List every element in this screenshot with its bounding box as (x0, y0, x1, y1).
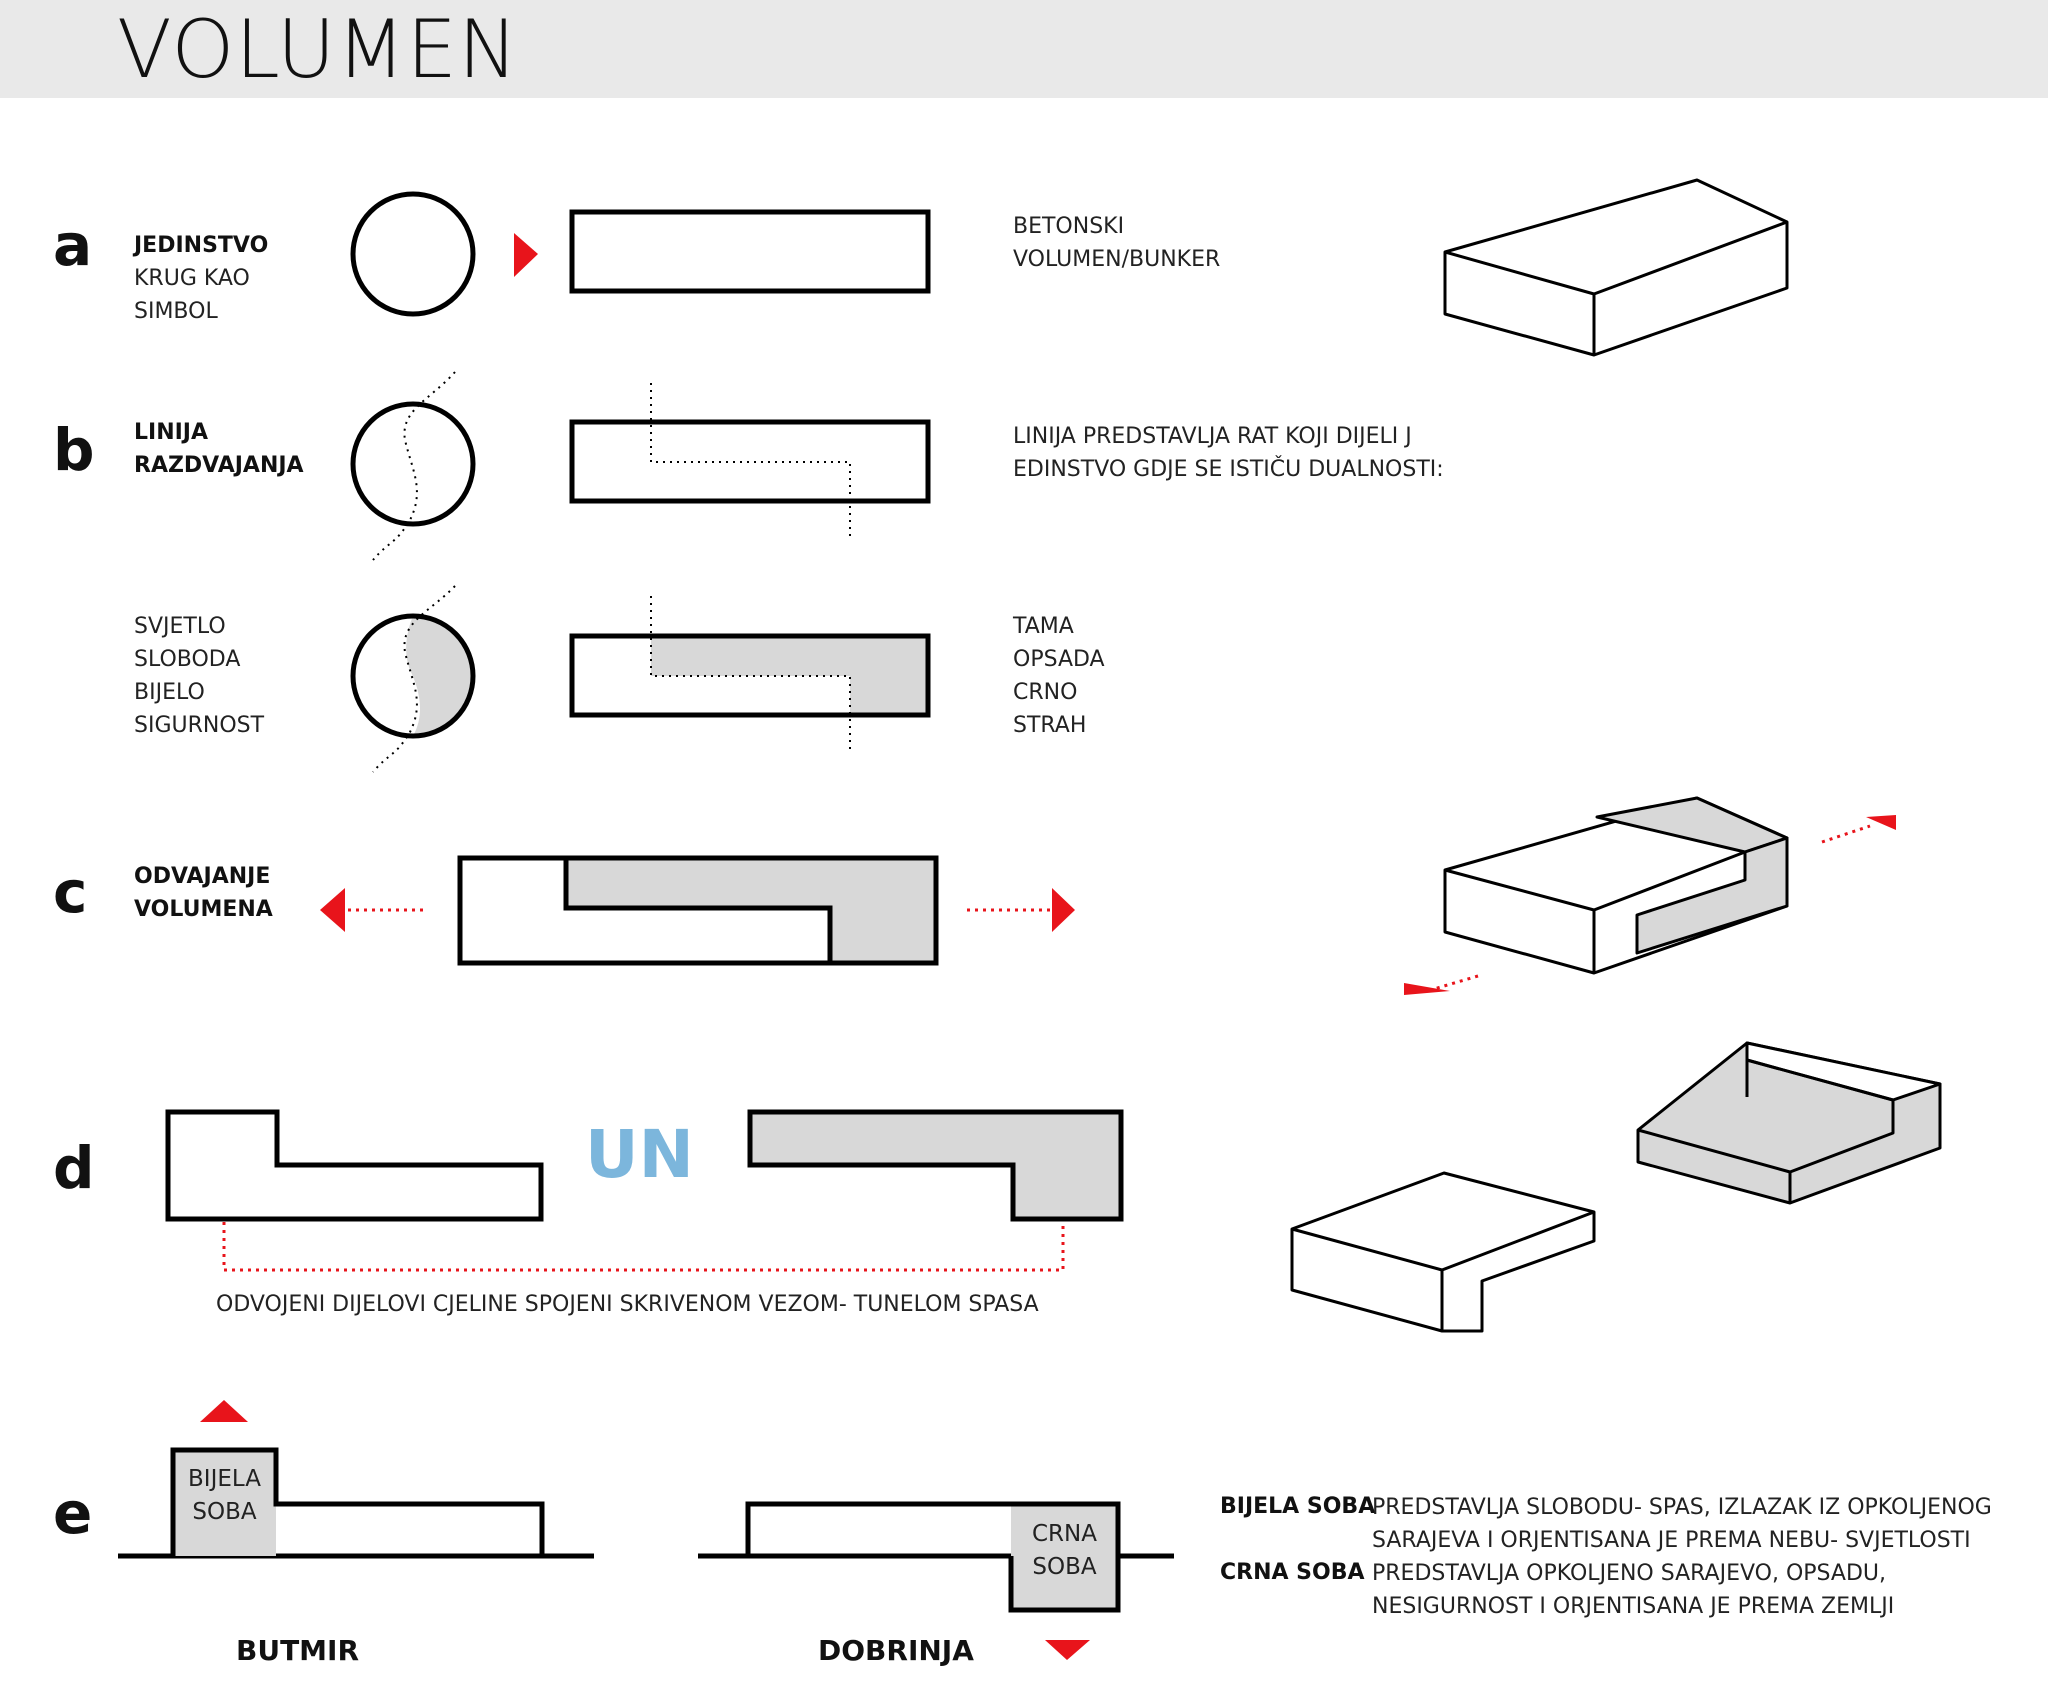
iso-arrow-line-up (1821, 824, 1871, 844)
butmir-section (170, 1447, 545, 1556)
dark-volume-d (747, 1109, 1124, 1222)
section-a-title: JEDINSTVO (134, 233, 269, 258)
light-values: SVJETLO SLOBODA BIJELO SIGURNOST (134, 614, 265, 738)
war-line-plan (650, 383, 851, 540)
divided-circle (350, 401, 476, 527)
bunker-plan-b2 (569, 633, 931, 718)
arrow-right-a (514, 233, 538, 277)
white-room-fill (173, 1450, 276, 1556)
dobrinja-section (745, 1501, 1121, 1613)
legend-value-white: PREDSTAVLJA SLOBODU- SPAS, IZLAZAK IZ OP… (1372, 1495, 1992, 1553)
section-a-right-text: BETONSKI VOLUMEN/BUNKER (1013, 214, 1221, 272)
section-c-title: ODVAJANJE VOLUMENA (134, 864, 273, 922)
arrow-right-c (1052, 888, 1075, 932)
dobrinja-label: DOBRINJA (818, 1634, 974, 1667)
section-letter-e: e (53, 1479, 93, 1547)
section-letter-d: d (53, 1134, 95, 1202)
white-volume-d (165, 1109, 544, 1222)
iso-arrow-line-down (1426, 974, 1479, 993)
section-b-right-text: LINIJA PREDSTAVLJA RAT KOJI DIJELI J EDI… (1013, 424, 1444, 482)
iso-box-a (1443, 178, 1789, 357)
section-letter-b: b (53, 416, 95, 484)
war-line-circle-2 (372, 585, 456, 773)
legend-key-white: BIJELA SOBA (1220, 1494, 1376, 1519)
dark-zone-plan (651, 636, 928, 713)
section-a-text: KRUG KAO SIMBOL (134, 266, 250, 324)
arrow-left-c (320, 888, 345, 932)
iso-arrow-up (1866, 815, 1896, 830)
header-bar (0, 0, 2048, 98)
butmir-label: BUTMIR (236, 1634, 360, 1667)
iso-arrow-down (1404, 983, 1450, 995)
ground-arrow (1045, 1640, 1090, 1660)
black-room-label: CRNA SOBA (1032, 1521, 1097, 1580)
section-letter-c: c (53, 858, 88, 926)
page-title: VOLUMEN (117, 3, 519, 96)
legend-key-black: CRNA SOBA (1220, 1560, 1365, 1585)
iso-box-c (1443, 796, 1789, 975)
section-b-title: LINIJA RAZDVAJANJA (134, 420, 304, 478)
bunker-plan-a (569, 209, 931, 294)
black-room-fill (1011, 1504, 1118, 1610)
un-label: UN (585, 1116, 694, 1193)
war-line-circle (372, 371, 456, 561)
iso-white-d (1290, 1171, 1596, 1333)
legend-value-black: PREDSTAVLJA OPKOLJENO SARAJEVO, OPSADU, … (1372, 1561, 1895, 1619)
light-volume-c (457, 855, 833, 966)
dark-half-circle (406, 616, 473, 736)
dual-circle (350, 613, 476, 739)
bunker-plan-b (569, 419, 931, 504)
unity-circle (350, 191, 476, 317)
section-letter-a: a (53, 211, 93, 279)
tunnel-caption: ODVOJENI DIJELOVI CJELINE SPOJENI SKRIVE… (216, 1292, 1039, 1317)
tunnel-line (222, 1222, 1065, 1272)
dark-values: TAMA OPSADA CRNO STRAH (1013, 614, 1105, 738)
white-room-label: BIJELA SOBA (188, 1466, 261, 1525)
sky-arrow (200, 1400, 248, 1422)
iso-dark-d (1636, 1041, 1942, 1205)
